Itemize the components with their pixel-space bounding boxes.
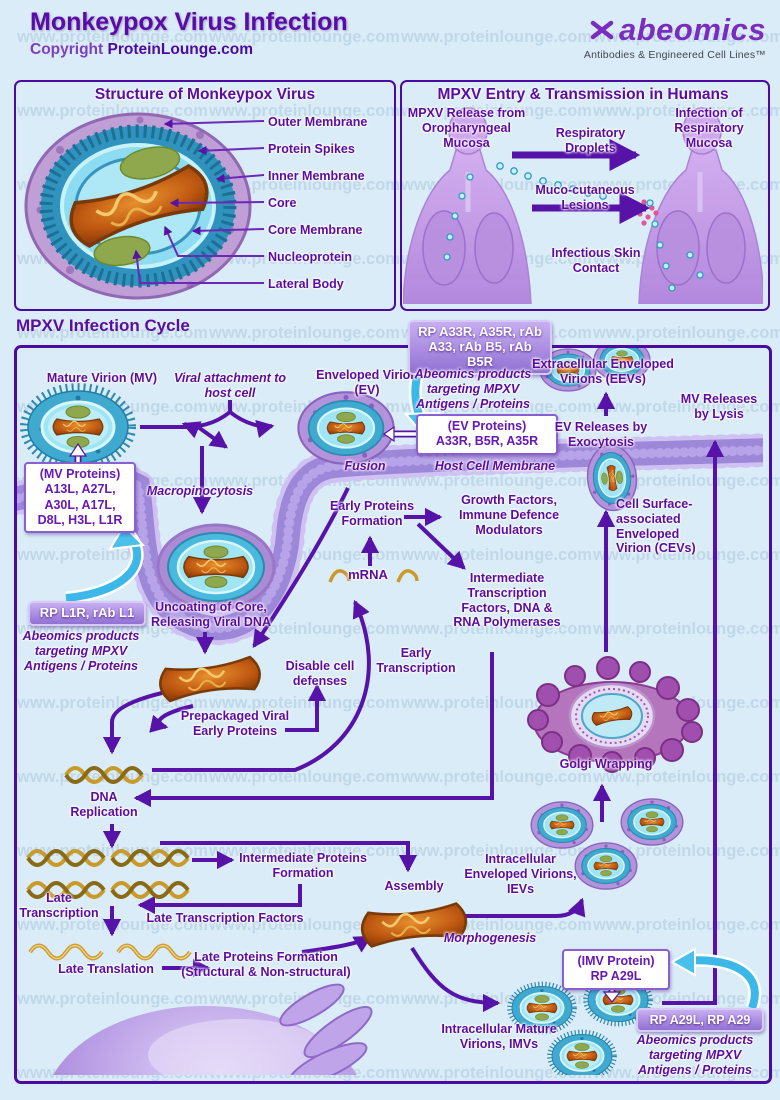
- label-late-transcription-factors: Late Transcription Factors: [146, 911, 304, 925]
- golgi-apparatus: [527, 656, 703, 773]
- human-figure-left: [403, 107, 532, 304]
- label-late-translation: Late Translation: [58, 962, 154, 976]
- note-abeomics-products-ev: Abeomics products targeting MPXV Antigen…: [414, 367, 532, 411]
- label-macropinocytosis: Macropinocytosis: [146, 484, 254, 498]
- label-viral-attachment: Viral attachment to host cell: [173, 371, 287, 400]
- label-imv: Intracellular Mature Virions, IMVs: [441, 1022, 557, 1051]
- abeomics-logo: abeomics Antibodies & Engineered Cell Li…: [584, 12, 766, 61]
- box-mv-proteins: (MV Proteins) A13L, A27L, A30L, A17L, D8…: [24, 462, 136, 533]
- label-infection-respiratory-mucosa: Infection of Respiratory Mucosa: [674, 106, 744, 150]
- cycle-artwork: [17, 339, 763, 1080]
- dna-and-rna: [26, 569, 419, 961]
- label-disable-cell-defenses: Disable cell defenses: [285, 659, 355, 688]
- label-late-proteins-formation: Late Proteins Formation (Structural & No…: [181, 950, 351, 979]
- cycle-heading: MPXV Infection Cycle: [16, 316, 190, 335]
- transmission-illustration: [403, 107, 763, 304]
- label-prepackaged-early-proteins: Prepackaged Viral Early Proteins: [180, 709, 290, 738]
- abeomics-tagline: Antibodies & Engineered Cell Lines™: [583, 49, 766, 61]
- label-host-cell-membrane: Host Cell Membrane: [434, 459, 556, 473]
- label-morphogenesis: Morphogenesis: [443, 931, 537, 945]
- label-mv-release-lysis: MV Releases by Lysis: [680, 392, 758, 421]
- box-imv-protein-name: RP A29L: [590, 969, 642, 984]
- structure-label-nucleoprotein: Nucleoprotein: [268, 250, 353, 264]
- box-mv-proteins-title: (MV Proteins): [39, 467, 121, 481]
- abeomics-logo-text: abeomics: [618, 12, 766, 47]
- label-early-transcription: Early Transcription: [376, 646, 456, 675]
- label-respiratory-droplets: Respiratory Droplets: [555, 126, 626, 155]
- virions: [24, 339, 683, 1080]
- note-abeomics-products-mv: Abeomics products targeting MPXV Antigen…: [22, 629, 140, 673]
- box-rp-a33r: RP A33R, A35R, rAb A33, rAb B5, rAb B5R: [408, 320, 552, 375]
- box-imv-protein: (IMV Protein) RP A29L: [562, 949, 670, 990]
- uncoating-virion: [156, 523, 276, 611]
- structure-label-core: Core: [268, 196, 297, 210]
- label-mature-virion: Mature Virion (MV): [46, 371, 158, 385]
- virus-structure-illustration: [24, 112, 265, 300]
- label-infectious-skin-contact: Infectious Skin Contact: [551, 246, 641, 275]
- label-uncoating: Uncoating of Core, Releasing Viral DNA: [151, 600, 271, 629]
- box-mv-proteins-list: A13L, A27L, A30L, A17L, D8L, H3L, L1R: [37, 482, 123, 527]
- box-rp-a29l: RP A29L, RP A29: [636, 1008, 764, 1033]
- structure-panel-title: Structure of Monkeypox Virus: [94, 86, 316, 103]
- box-rp-l1r: RP L1R, rAb L1: [28, 601, 146, 626]
- mrna-squiggle: [328, 569, 351, 583]
- note-abeomics-products-imv: Abeomics products targeting MPXV Antigen…: [636, 1033, 754, 1077]
- box-ev-proteins: (EV Proteins) A33R, B5R, A35R: [416, 414, 558, 455]
- structure-label-protein-spikes: Protein Spikes: [268, 142, 355, 156]
- copyright-prefix: Copyright: [30, 41, 104, 58]
- host-cell-membrane-band: [17, 433, 763, 645]
- structure-label-inner-membrane: Inner Membrane: [268, 169, 365, 183]
- label-enveloped-virion: Enveloped Virion (EV): [316, 368, 418, 397]
- structure-panel: [14, 80, 396, 311]
- transmission-arrows: [512, 138, 651, 225]
- box-ev-proteins-title: (EV Proteins): [447, 419, 527, 433]
- endoplasmic-reticulum: [279, 983, 373, 1075]
- label-intermediate-transcription-factors: Intermediate Transcription Factors, DNA …: [453, 571, 561, 630]
- label-eev: Extracellular Enveloped Virions (EEVs): [532, 357, 674, 386]
- label-late-transcription: Late Transcription: [19, 891, 99, 920]
- infection-cycle-panel: [14, 345, 772, 1084]
- label-golgi-wrapping: Golgi Wrapping: [559, 757, 653, 771]
- label-mrna: mRNA: [348, 567, 388, 582]
- label-mpxv-release: MPXV Release from Oropharyngeal Mucosa: [407, 106, 526, 150]
- abeomics-logo-icon: [590, 20, 614, 40]
- label-cev: Cell Surface-associated Enveloped Virion…: [616, 497, 696, 556]
- label-growth-factors: Growth Factors, Immune Defence Modulator…: [458, 493, 560, 537]
- box-imv-protein-title: (IMV Protein): [577, 954, 655, 968]
- label-ev-release-exocytosis: EV Releases by Exocytosis: [554, 420, 648, 449]
- box-ev-proteins-list: A33R, B5R, A35R: [435, 434, 539, 449]
- label-mucocutaneous-lesions: Muco-cutaneous Lesions: [535, 183, 635, 212]
- structure-label-outer-membrane: Outer Membrane: [268, 115, 368, 129]
- label-assembly: Assembly: [384, 879, 444, 893]
- transmission-panel: [400, 80, 770, 311]
- transmission-panel-title: MPXV Entry & Transmission in Humans: [437, 86, 729, 103]
- copyright-site-link[interactable]: ProteinLounge.com: [107, 41, 254, 58]
- mrna-squiggle: [396, 569, 419, 583]
- label-iev: Intracellular Enveloped Virions, IEVs: [464, 852, 577, 896]
- label-intermediate-proteins-formation: Intermediate Proteins Formation: [239, 851, 367, 880]
- copyright-line: Copyright ProteinLounge.com: [30, 41, 253, 59]
- structure-label-core-membrane: Core Membrane: [268, 223, 363, 237]
- label-early-proteins-formation: Early Proteins Formation: [329, 499, 415, 528]
- structure-label-lateral-body: Lateral Body: [268, 277, 344, 291]
- label-fusion: Fusion: [344, 459, 386, 473]
- page-title: Monkeypox Virus Infection: [30, 8, 348, 36]
- label-dna-replication: DNA Replication: [70, 790, 138, 819]
